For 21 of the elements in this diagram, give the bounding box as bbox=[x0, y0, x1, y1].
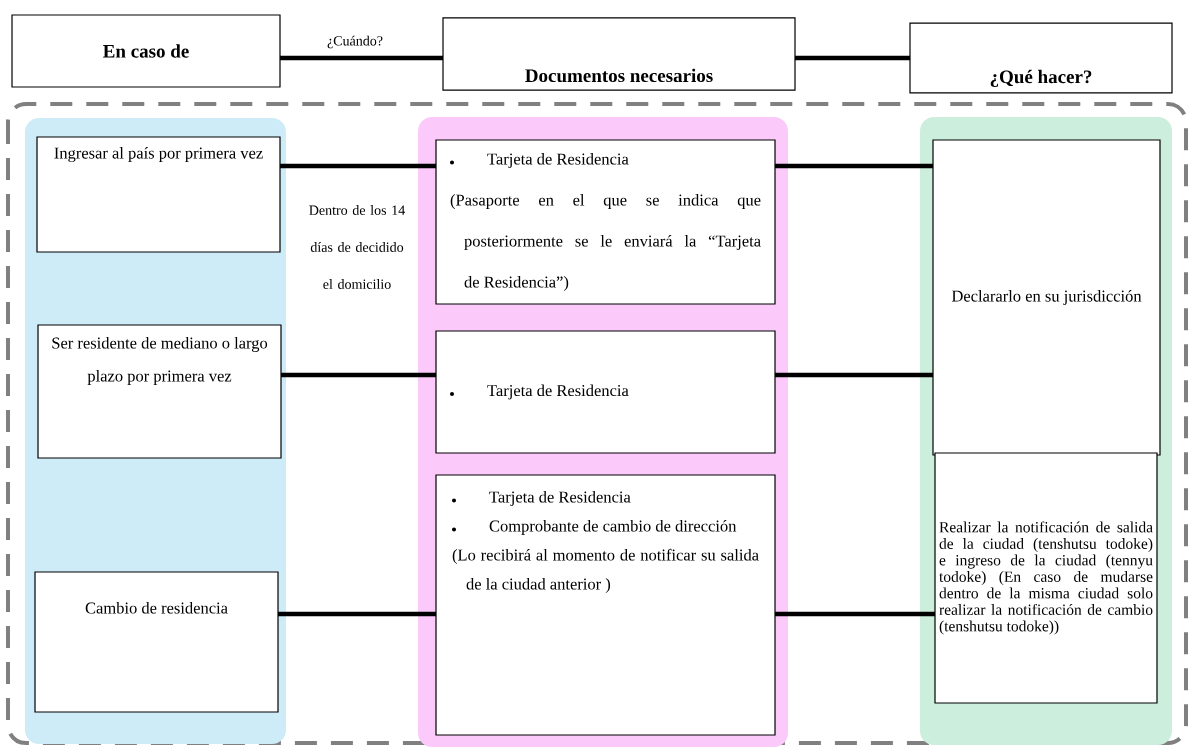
connector-line bbox=[280, 163, 436, 169]
connector-line bbox=[795, 55, 910, 61]
action-box: Declararlo en su jurisdicción bbox=[932, 139, 1161, 456]
action-box: Realizar la notificación de salida de la ciudad (tenshutsu todoke) e ingreso de la ciudad (tennyu todoke) (En caso de mudarse dentro de la misma ciudad solo realizar la notificación de cambio (tenshutsu todoke)) bbox=[934, 452, 1158, 704]
header-box: ¿Qué hacer? bbox=[909, 22, 1173, 94]
connector-line bbox=[281, 372, 436, 378]
edge-label: ¿Cuándo? bbox=[327, 35, 383, 49]
connector-line bbox=[280, 55, 443, 61]
connector-line bbox=[775, 372, 933, 378]
connector-line bbox=[775, 163, 933, 169]
connector-line bbox=[775, 611, 935, 617]
header-box: Documentos necesarios bbox=[442, 17, 796, 91]
document-box: Tarjeta de Residencia bbox=[435, 330, 776, 454]
document-box: Tarjeta de Residencia (Pasaporte en el que se indica que posteriormente se le enviará la “Tarjeta de Residencia”) bbox=[435, 139, 776, 305]
connector-line bbox=[278, 611, 436, 617]
case-box: Ser residente de mediano o largo plazo por primera vez bbox=[37, 324, 282, 459]
case-box: Cambio de residencia bbox=[34, 571, 279, 713]
document-box: Tarjeta de Residencia Comprobante de cambio de dirección (Lo recibirá al momento de notificar su salida de la ciudad anterior ) bbox=[435, 474, 776, 736]
header-box: En caso de bbox=[11, 14, 281, 88]
edge-label: Dentro de los 14 días de decidido el domicilio bbox=[309, 205, 405, 289]
case-box: Ingresar al país por primera vez bbox=[36, 136, 281, 253]
